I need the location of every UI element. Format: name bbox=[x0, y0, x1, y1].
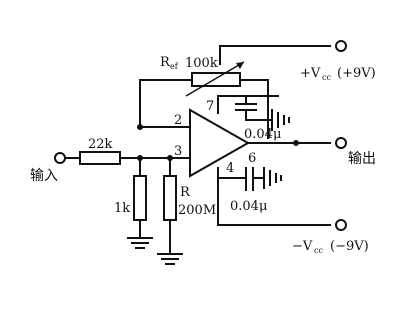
pin4-supply bbox=[217, 167, 331, 226]
cap-top-label: 0.04μ bbox=[244, 127, 281, 142]
vcc-positive-terminal bbox=[335, 40, 347, 52]
feedback-variable-resistor bbox=[185, 45, 331, 97]
output-label: 输出 bbox=[348, 151, 376, 167]
feedback-wires bbox=[139, 79, 269, 139]
top-cap-ground bbox=[271, 109, 290, 131]
bottom-cap-ground bbox=[263, 167, 282, 189]
vcc-pos-value: (+9V) bbox=[337, 66, 376, 81]
vcc-pos-label: +V bbox=[300, 66, 321, 81]
resistor-1k bbox=[127, 157, 153, 249]
pin3-label: 3 bbox=[174, 144, 182, 159]
vcc-neg-value: (−9V) bbox=[330, 239, 369, 254]
pin7-label: 7 bbox=[206, 99, 214, 114]
r-in-label: 22k bbox=[88, 137, 113, 152]
cap-bottom-label: 0.04μ bbox=[230, 199, 267, 214]
input-label: 输入 bbox=[30, 168, 58, 184]
input-wire bbox=[54, 151, 121, 165]
vcc-pos-sub: cc bbox=[322, 73, 331, 82]
pin4-label: 4 bbox=[226, 161, 234, 176]
r-r-label: R bbox=[180, 185, 191, 200]
junction-dots bbox=[137, 124, 299, 161]
r-r-value: 200M bbox=[178, 203, 216, 218]
pin7-supply bbox=[217, 95, 279, 121]
pin6-label: 6 bbox=[248, 151, 256, 166]
resistor-r-200m bbox=[157, 157, 183, 265]
rf-label: R bbox=[160, 55, 171, 70]
r-1k-label: 1k bbox=[114, 201, 130, 216]
rf-value: 100k bbox=[185, 56, 218, 71]
rf-sub: ef bbox=[170, 62, 179, 71]
pin2-label: 2 bbox=[174, 113, 182, 128]
vcc-neg-sub: cc bbox=[314, 246, 323, 255]
opamp-input-wires bbox=[119, 126, 191, 159]
vcc-neg-label: −V bbox=[292, 239, 313, 254]
output-wire bbox=[247, 137, 347, 149]
op-amp bbox=[189, 108, 251, 178]
vcc-negative-terminal bbox=[335, 219, 347, 231]
